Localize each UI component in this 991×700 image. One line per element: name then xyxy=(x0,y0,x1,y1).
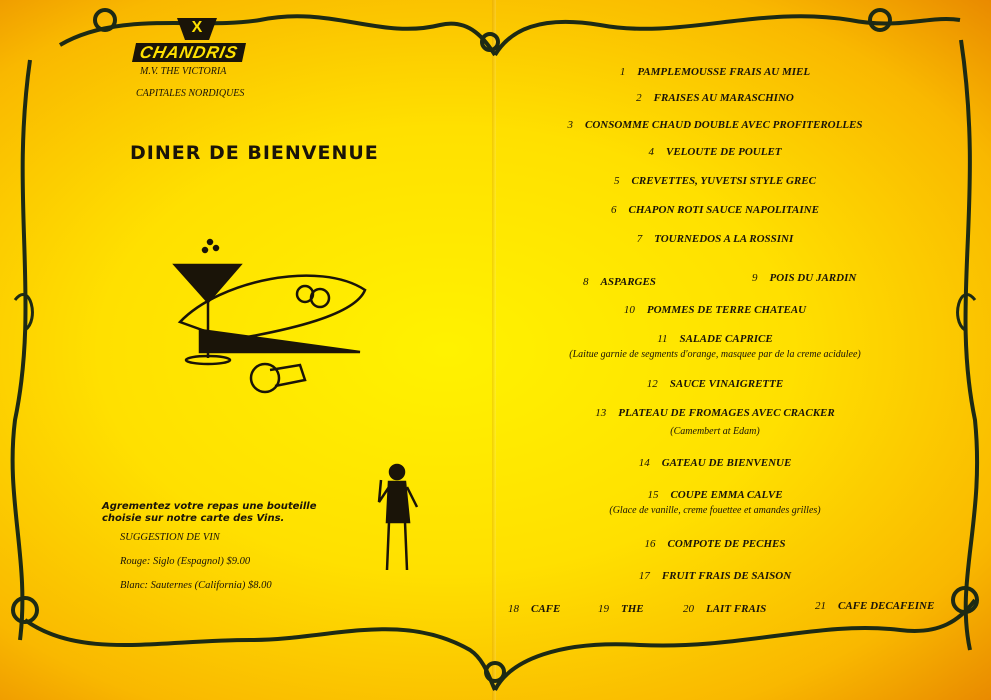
wine-suggestion-heading: SUGGESTION DE VIN xyxy=(120,532,220,543)
wine-rouge: Rouge: Siglo (Espagnol) $9.00 xyxy=(120,556,251,567)
menu-item-note: (Laitue garnie de segments d'orange, mas… xyxy=(569,349,861,360)
cruise-route: CAPITALES NORDIQUES xyxy=(136,88,245,99)
ship-name: M.V. THE VICTORIA xyxy=(140,66,227,77)
page-fold xyxy=(492,0,496,700)
menu-item-note: (Glace de vanille, creme fouettee et ama… xyxy=(609,505,821,516)
waiter-illustration xyxy=(377,463,419,571)
wine-intro: Agrementez votre repas une bouteille cho… xyxy=(102,501,317,524)
menu-item-note: (Camembert at Edam) xyxy=(670,426,760,437)
logo-name: CHANDRIS xyxy=(131,43,246,62)
logo-mark: X xyxy=(177,18,217,40)
wine-blanc: Blanc: Sauternes (California) $8.00 xyxy=(120,580,272,591)
menu-title: DINER DE BIENVENUE xyxy=(130,142,379,164)
cocktail-and-captain-hat-illustration xyxy=(172,238,367,394)
